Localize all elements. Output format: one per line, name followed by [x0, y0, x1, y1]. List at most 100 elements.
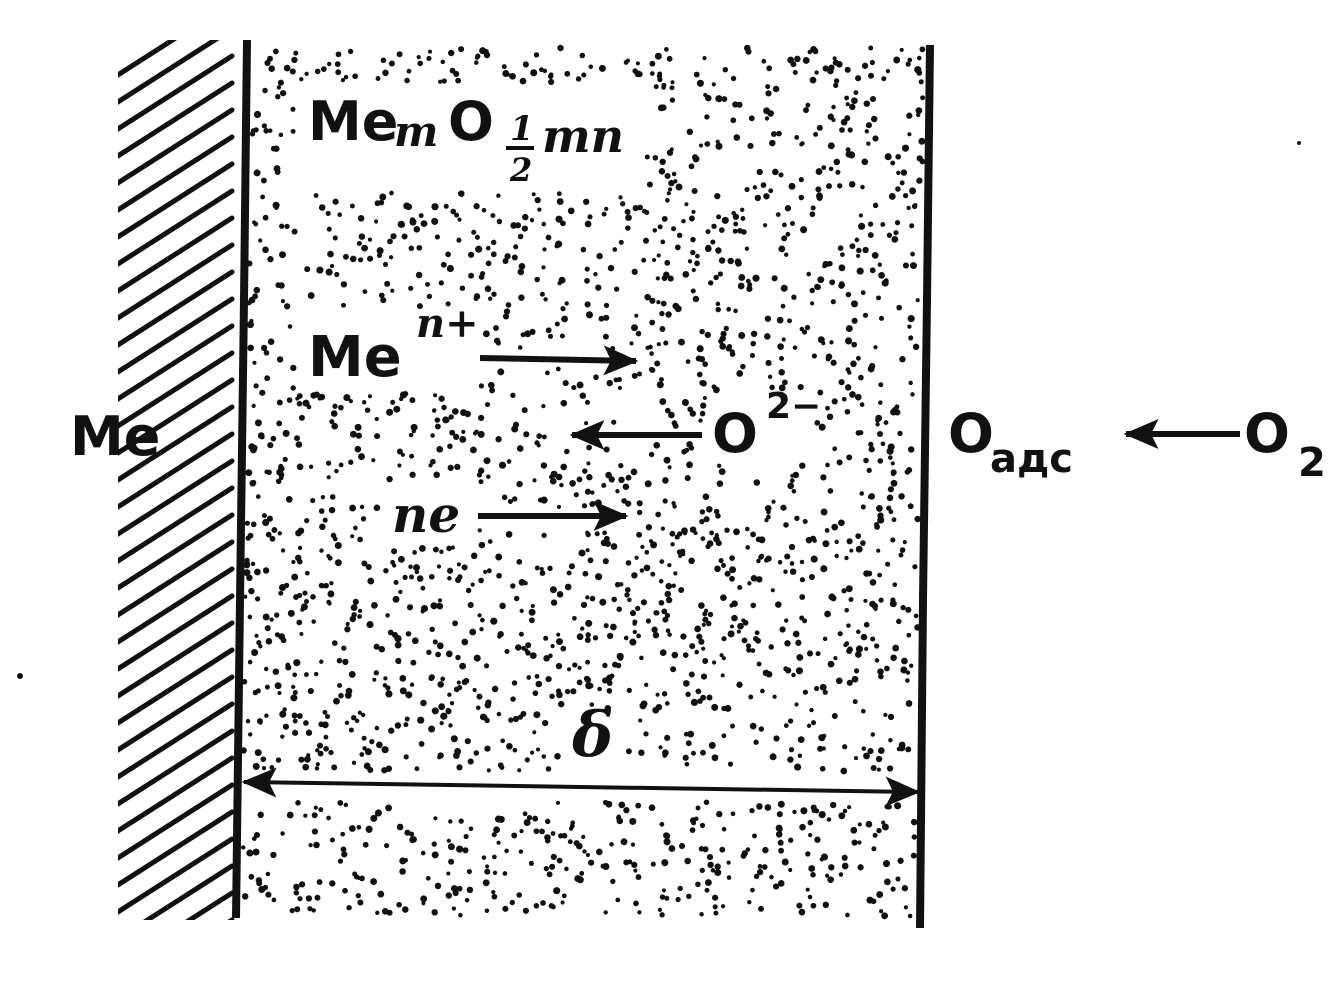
- stipple-dot: [265, 891, 272, 898]
- stipple-dot: [724, 570, 731, 577]
- stipple-dot: [807, 819, 814, 826]
- stipple-dot: [276, 356, 284, 363]
- stipple-dot: [667, 187, 673, 192]
- stipple-dot: [278, 282, 285, 289]
- stipple-dot: [724, 704, 732, 712]
- stipple-dot: [682, 754, 689, 761]
- stipple-dot: [667, 563, 672, 568]
- stipple-dot: [798, 908, 806, 916]
- stipple-dot: [659, 158, 666, 166]
- stipple-dot: [344, 691, 352, 699]
- stipple-dot: [856, 247, 862, 254]
- stipple-dot: [486, 768, 491, 773]
- stipple-dot: [806, 271, 812, 277]
- stipple-dot: [514, 222, 522, 229]
- stipple-dot: [343, 74, 349, 80]
- stipple-dot: [526, 815, 533, 821]
- stipple-dot: [746, 285, 753, 292]
- stipple-dot: [526, 675, 532, 680]
- stipple-dot: [595, 848, 603, 856]
- stipple-dot: [344, 626, 351, 633]
- stipple-dot: [818, 734, 826, 742]
- stipple-dot: [243, 569, 251, 577]
- stipple-dot: [798, 177, 804, 183]
- stipple-dot: [772, 168, 779, 176]
- stipple-dot: [304, 517, 310, 524]
- stipple-dot: [254, 633, 259, 638]
- stipple-dot: [615, 489, 620, 494]
- stipple-dot: [280, 831, 285, 836]
- stipple-dot: [511, 254, 518, 261]
- stipple-dot: [661, 608, 668, 615]
- stipple-dot: [453, 433, 460, 440]
- stipple-dot: [550, 831, 556, 836]
- stipple-dot: [800, 141, 805, 146]
- stipple-dot: [549, 693, 555, 699]
- stipple-dot: [616, 652, 624, 660]
- stipple-dot: [702, 361, 709, 367]
- stipple-dot: [738, 371, 743, 377]
- stipple-dot: [821, 165, 827, 170]
- stipple-dot: [802, 518, 808, 525]
- stipple-dot: [476, 693, 483, 700]
- stipple-dot: [533, 903, 540, 909]
- stipple-dot: [910, 818, 918, 826]
- stipple-dot: [408, 285, 414, 291]
- stipple-dot: [409, 453, 415, 459]
- svg-text:m: m: [394, 107, 438, 156]
- stipple-dot: [881, 912, 889, 920]
- stipple-dot: [495, 553, 503, 561]
- stipple-dot: [386, 475, 393, 483]
- stipple-dot: [375, 910, 380, 915]
- stipple-dot: [827, 488, 834, 494]
- stipple-dot: [601, 211, 607, 217]
- stipple-dot: [348, 727, 354, 733]
- stipple-dot: [776, 130, 782, 137]
- stipple-dot: [906, 632, 912, 638]
- stipple-dot: [550, 853, 557, 861]
- stipple-dot: [390, 233, 397, 240]
- stipple-dot: [547, 565, 553, 571]
- stipple-dot: [851, 341, 858, 348]
- stipple-dot: [448, 723, 453, 728]
- stipple-dot: [482, 330, 490, 338]
- stipple-dot: [606, 680, 613, 686]
- stipple-dot: [752, 274, 760, 282]
- stipple-dot: [817, 276, 825, 284]
- stipple-dot: [335, 69, 342, 76]
- stipple-dot: [815, 651, 821, 657]
- stipple-dot: [496, 193, 501, 198]
- stipple-dot: [271, 897, 277, 903]
- stipple-dot: [256, 640, 262, 646]
- stipple-dot: [662, 616, 669, 623]
- stipple-dot: [740, 363, 746, 370]
- stipple-dot: [337, 212, 343, 218]
- stipple-dot: [315, 762, 320, 767]
- stipple-dot: [800, 807, 808, 815]
- adsorbed-oxygen-label: O адс: [948, 402, 1073, 482]
- stipple-dot: [912, 343, 920, 351]
- stipple-dot: [718, 227, 725, 233]
- stipple-dot: [918, 137, 926, 145]
- stipple-dot: [814, 420, 821, 426]
- stipple-dot: [585, 659, 591, 665]
- stipple-dot: [398, 589, 403, 595]
- stipple-dot: [888, 509, 894, 515]
- stipple-dot: [850, 360, 857, 368]
- stipple-dot: [396, 901, 402, 908]
- stipple-dot: [357, 614, 362, 619]
- stipple-dot: [253, 831, 261, 839]
- stipple-dot: [903, 905, 909, 910]
- stipple-dot: [642, 237, 650, 244]
- stipple-dot: [351, 612, 357, 618]
- stipple-dot: [661, 888, 666, 893]
- stipple-dot: [585, 595, 590, 600]
- stipple-dot: [689, 643, 696, 650]
- stipple-dot: [752, 185, 758, 190]
- stipple-dot: [525, 642, 532, 649]
- stipple-dot: [484, 663, 490, 669]
- stipple-dot: [690, 698, 698, 706]
- stipple-dot: [298, 414, 305, 421]
- stipple-dot: [665, 197, 670, 203]
- stipple-dot: [794, 55, 801, 63]
